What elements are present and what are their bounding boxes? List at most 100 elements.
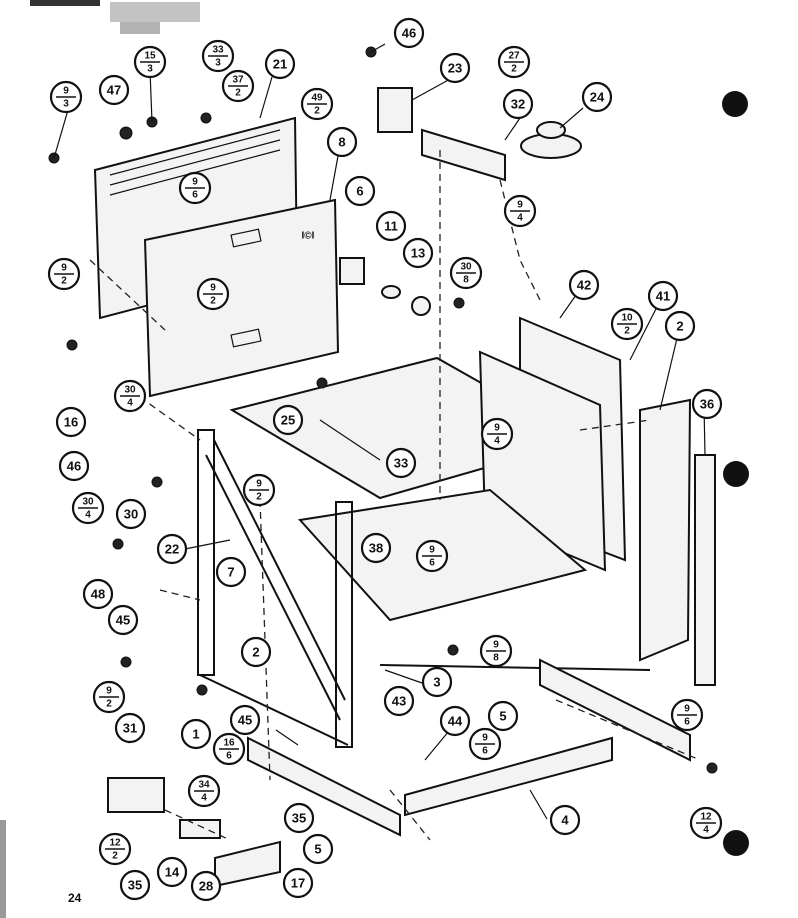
callout-c45a: 45 [107,604,139,636]
callout-bottom: 6 [226,751,232,762]
callout-label: 38 [369,541,383,556]
callout-f9_2a: 92 [47,257,81,291]
callout-top: 9 [192,177,198,188]
callout-top: 9 [210,283,216,294]
callout-top: 49 [311,93,323,104]
callout-label: 24 [590,90,605,105]
callout-c35b: 35 [119,869,151,901]
callout-top: 12 [109,838,121,849]
callout-top: 9 [494,423,500,434]
callout-ring [383,685,415,717]
callout-c41: 41 [647,280,679,312]
callout-top: 34 [198,780,210,791]
callout-f33_3: 333 [201,39,235,73]
callout-f9_4a: 94 [503,194,537,228]
svg-text:I©I: I©I [302,231,315,242]
callout-ring [98,74,130,106]
callout-label: 11 [384,219,398,234]
callout-label: 46 [402,26,416,41]
callout-ring [58,450,90,482]
callout-ring [691,388,723,420]
registration-dot [722,91,748,117]
callout-bottom: 4 [127,398,133,409]
callout-ring [439,705,471,737]
callout-label: 45 [116,613,130,628]
callout-label: 6 [356,184,363,199]
callout-bottom: 4 [201,793,207,804]
callout-c30: 30 [115,498,147,530]
bottom-rail-side [539,658,691,762]
callout-f15_3: 153 [133,45,167,79]
callout-label: 3 [433,675,440,690]
callout-top: 9 [256,479,262,490]
callout-c22: 22 [156,533,188,565]
callout-c44: 44 [439,705,471,737]
callout-label: 14 [165,865,180,880]
callout-top: 37 [232,75,244,86]
callout-c7: 7 [215,556,247,588]
callout-ring [82,578,114,610]
callout-c21: 21 [264,48,296,80]
callout-f37_2: 372 [221,69,255,103]
callout-bottom: 2 [210,296,216,307]
callout-f9_6d: 96 [670,698,704,732]
callout-label: 25 [281,413,295,428]
callout-ring [114,712,146,744]
knob [520,121,582,159]
callout-ring [402,237,434,269]
callout-f9_6c: 96 [468,727,502,761]
callout-f9_8: 98 [479,634,513,668]
callout-f30_4b: 304 [71,491,105,525]
registration-dot [723,830,749,856]
callout-label: 45 [238,713,252,728]
callout-top: 9 [106,686,112,697]
callout-bottom: 2 [256,492,262,503]
callout-top: 9 [63,86,69,97]
callout-f10_2: 102 [610,307,644,341]
bracket-17 [214,840,281,888]
callout-bottom: 4 [85,510,91,521]
callout-c23: 23 [439,52,471,84]
callout-label: 46 [67,459,81,474]
bracket-28 [179,819,221,839]
callout-c28: 28 [190,870,222,902]
callout-ring [283,802,315,834]
callout-f16_6: 166 [212,732,246,766]
callout-c4: 4 [549,804,581,836]
callout-top: 9 [517,200,523,211]
callout-label: 17 [291,876,305,891]
callout-c1: 1 [180,718,212,750]
callout-ring [421,666,453,698]
callout-ring [119,869,151,901]
callout-bottom: 2 [314,106,320,117]
callout-top: 12 [700,812,712,823]
callout-f9_2d: 92 [92,680,126,714]
callout-ring [240,636,272,668]
callout-bottom: 2 [235,88,241,99]
bottom-rail-front [247,736,401,837]
lamp-bulb [411,296,431,316]
callout-c5b: 5 [302,833,334,865]
callout-bottom: 6 [192,190,198,201]
cover [421,128,506,182]
lamp-socket [381,285,401,299]
callout-c38: 38 [360,532,392,564]
callout-bottom: 3 [147,64,153,75]
callout-bottom: 8 [463,275,469,286]
callout-label: 2 [676,319,683,334]
callout-ring [229,704,261,736]
callout-top: 30 [460,262,472,273]
callout-label: 22 [165,542,179,557]
callout-ring [344,175,376,207]
callout-c43: 43 [383,685,415,717]
callout-label: 35 [128,878,142,893]
callout-top: 33 [212,45,224,56]
callout-ring [156,856,188,888]
callout-label: 43 [392,694,406,709]
callout-label: 32 [511,97,525,112]
callout-ring [190,870,222,902]
callout-f9_3: 93 [49,80,83,114]
callout-c32: 32 [502,88,534,120]
